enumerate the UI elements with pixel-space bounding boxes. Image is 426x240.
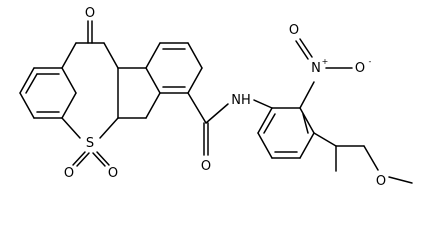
sulfone-group: S O O <box>64 136 118 181</box>
sulfone-oxygen-2-label: O <box>108 166 118 181</box>
amide-oxygen-label: O <box>201 159 211 174</box>
ketone-group: O <box>85 6 95 44</box>
amide-nh-label: NH <box>231 93 251 108</box>
chemical-structure-diagram: O S O O O NH <box>19 6 413 189</box>
anilide-ring <box>257 107 315 159</box>
sulfone-oxygen-1-label: O <box>64 166 74 181</box>
left-benzene-ring <box>19 67 77 119</box>
nitro-oxygen-charge: - <box>369 57 372 66</box>
methoxy-oxygen-label: O <box>376 174 386 189</box>
sulfur-label: S <box>86 136 94 151</box>
nitro-nitrogen-charge: + <box>322 57 329 66</box>
amide-group: O NH <box>187 92 273 174</box>
nitro-group: N + O O - <box>289 23 372 109</box>
ketone-oxygen-label: O <box>85 6 95 21</box>
nitro-nitrogen-label: N <box>311 61 321 76</box>
right-fused-ring <box>117 42 203 119</box>
nitro-oxygen-2-label: O <box>355 61 365 76</box>
methoxy-group: O <box>313 132 413 189</box>
nitro-oxygen-1-label: O <box>289 23 299 38</box>
central-ring <box>61 42 119 139</box>
